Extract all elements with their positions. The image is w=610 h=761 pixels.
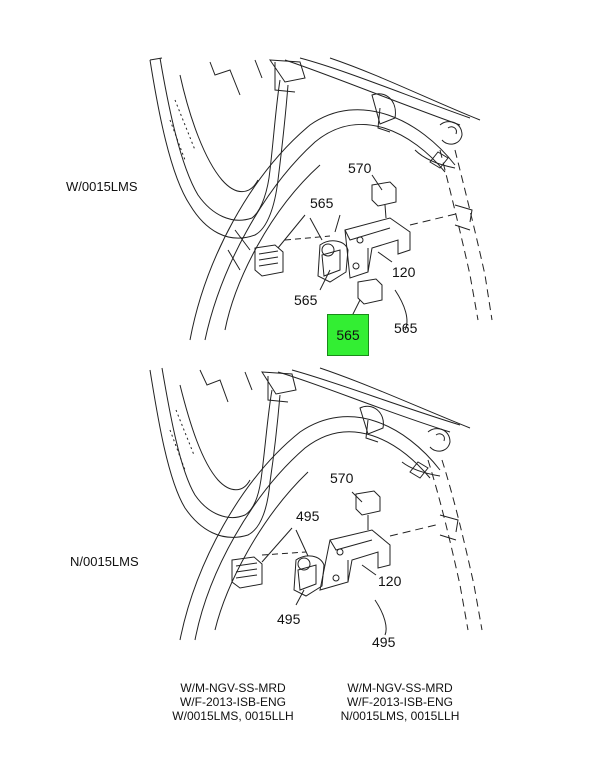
callout-120-bottom[interactable]: 120 — [378, 573, 402, 589]
note-right-line-3: N/0015LMS, 0015LLH — [340, 709, 460, 723]
note-right-line-1: W/M-NGV-SS-MRD — [347, 681, 453, 695]
bracket-assembly-top — [254, 174, 461, 331]
variant-label-top: W/0015LMS — [66, 179, 138, 194]
callout-495-relay[interactable]: 495 — [372, 634, 396, 650]
highlighted-callout-565[interactable]: 565 — [327, 314, 369, 356]
callout-565-connector-b[interactable]: 565 — [294, 292, 318, 308]
callout-565-connector-c[interactable]: 565 — [394, 320, 418, 336]
note-right: W/M-NGV-SS-MRD W/F-2013-ISB-ENG N/0015LM… — [330, 681, 470, 723]
callout-495-connector-a[interactable]: 495 — [296, 508, 320, 524]
callout-495-connector-b[interactable]: 495 — [277, 611, 301, 627]
callout-570-bottom[interactable]: 570 — [330, 470, 354, 486]
note-right-line-2: W/F-2013-ISB-ENG — [346, 695, 454, 709]
frame-structure-top — [149, 57, 493, 341]
bracket-assembly-bottom — [231, 490, 441, 636]
variant-label-bottom: N/0015LMS — [70, 554, 139, 569]
frame-structure-bottom — [149, 367, 483, 641]
note-left-line-1: W/M-NGV-SS-MRD — [180, 681, 286, 695]
note-left-line-2: W/F-2013-ISB-ENG — [179, 695, 287, 709]
callout-570-top[interactable]: 570 — [348, 160, 372, 176]
note-left-line-3: W/0015LMS, 0015LLH — [172, 709, 294, 723]
callout-565-connector-a[interactable]: 565 — [310, 195, 334, 211]
callout-120-top[interactable]: 120 — [392, 264, 416, 280]
note-left: W/M-NGV-SS-MRD W/F-2013-ISB-ENG W/0015LM… — [163, 681, 303, 723]
